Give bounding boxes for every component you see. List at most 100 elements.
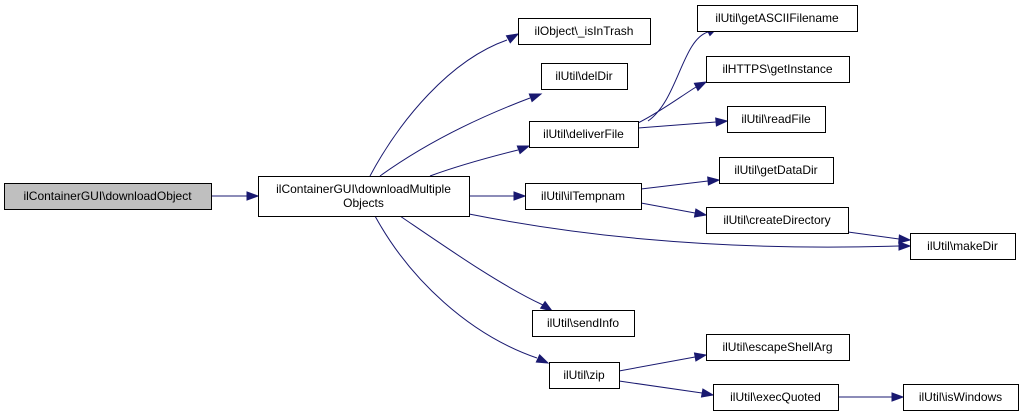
edge-line <box>429 149 519 177</box>
nodes-layer: ilContainerGUI\downloadObject ilContainer… <box>4 5 1019 411</box>
edge-line <box>374 215 538 359</box>
edge-zip-to-exec-quoted <box>618 380 715 398</box>
edge-line <box>399 215 544 306</box>
node-escape-shell-arg[interactable]: ilUtil\escapeShellArg <box>706 334 850 361</box>
node-label: ilContainerGUI\downloadMultiple <box>276 182 451 196</box>
edge-line <box>369 39 508 177</box>
node-zip[interactable]: ilUtil\zip <box>549 362 620 389</box>
node-box[interactable] <box>706 334 850 361</box>
edge-line <box>847 231 900 240</box>
node-box <box>4 183 212 210</box>
node-box[interactable] <box>697 5 858 32</box>
node-box[interactable] <box>903 384 1019 411</box>
edge-line <box>618 356 696 372</box>
node-get-data-dir[interactable]: ilUtil\getDataDir <box>719 157 834 184</box>
arrowhead <box>707 176 721 186</box>
node-box[interactable] <box>910 233 1016 260</box>
edge-download-multiple-objects-to-deliver-file <box>429 145 531 177</box>
arrowhead <box>693 81 708 92</box>
arrowhead <box>246 191 260 201</box>
arrowhead <box>528 93 543 103</box>
edge-download-multiple-objects-to-il-tempnam <box>469 191 527 201</box>
edge-line <box>618 380 703 394</box>
edge-download-object-to-download-multiple-objects <box>207 191 260 201</box>
edge-download-multiple-objects-to-is-in-trash <box>369 33 520 177</box>
edge-create-directory-to-make-dir <box>847 231 912 244</box>
node-label: ilObject\_isInTrash <box>535 24 634 38</box>
node-box[interactable] <box>258 176 470 217</box>
node-del-dir[interactable]: ilUtil\delDir <box>541 63 628 90</box>
node-create-directory[interactable]: ilUtil\createDirectory <box>706 207 849 234</box>
edge-il-tempnam-to-get-data-dir <box>640 176 721 190</box>
node-box[interactable] <box>719 157 834 184</box>
edge-download-multiple-objects-to-send-info <box>399 215 554 312</box>
node-make-dir[interactable]: ilUtil\makeDir <box>910 233 1016 260</box>
node-label: ilUtil\createDirectory <box>723 213 830 227</box>
edge-line <box>640 180 709 190</box>
node-get-asciifilename[interactable]: ilUtil\getASCIIFilename <box>697 5 858 32</box>
node-label: ilUtil\isWindows <box>919 390 1002 404</box>
node-get-instance[interactable]: ilHTTPS\getInstance <box>706 56 850 83</box>
edge-line <box>637 121 717 129</box>
edge-download-multiple-objects-to-zip <box>374 215 550 364</box>
node-deliver-file[interactable]: ilUtil\deliverFile <box>529 121 639 148</box>
node-exec-quoted[interactable]: ilUtil\execQuoted <box>713 384 839 411</box>
node-label: ilUtil\getASCIIFilename <box>715 11 839 25</box>
node-label: ilUtil\sendInfo <box>547 316 619 330</box>
arrowhead <box>715 117 729 127</box>
arrowhead <box>505 33 520 44</box>
edge-line <box>640 202 696 214</box>
node-box[interactable] <box>525 183 642 210</box>
node-label: ilUtil\makeDir <box>927 239 998 253</box>
node-label: ilUtil\deliverFile <box>543 127 624 141</box>
node-is-in-trash[interactable]: ilObject\_isInTrash <box>518 18 651 45</box>
edge-download-multiple-objects-to-make-dir <box>468 213 912 251</box>
node-label: ilUtil\zip <box>563 368 605 382</box>
edge-deliver-file-to-get-instance <box>637 81 708 124</box>
arrowhead <box>693 208 708 218</box>
arrowhead <box>898 234 912 244</box>
node-label: ilUtil\delDir <box>555 69 612 83</box>
arrowhead <box>539 300 554 312</box>
node-download-object: ilContainerGUI\downloadObject <box>4 183 212 210</box>
node-box[interactable] <box>727 106 826 133</box>
edge-line <box>637 86 697 124</box>
arrowhead <box>693 352 708 362</box>
edge-il-tempnam-to-create-directory <box>640 202 708 218</box>
edge-zip-to-escape-shell-arg <box>618 352 708 372</box>
arrowhead <box>891 392 905 402</box>
node-box[interactable] <box>706 56 850 83</box>
edge-exec-quoted-to-is-windows <box>838 392 905 402</box>
node-label: Objects <box>343 196 384 210</box>
arrowhead <box>516 145 531 155</box>
node-send-info[interactable]: ilUtil\sendInfo <box>532 310 635 337</box>
node-label: ilHTTPS\getInstance <box>722 62 832 76</box>
node-box[interactable] <box>532 310 635 337</box>
node-box[interactable] <box>713 384 839 411</box>
node-label: ilUtil\escapeShellArg <box>722 340 832 354</box>
node-box[interactable] <box>541 63 628 90</box>
edge-line <box>379 97 531 177</box>
node-is-windows[interactable]: ilUtil\isWindows <box>903 384 1019 411</box>
node-box[interactable] <box>518 18 651 45</box>
arrowhead <box>898 241 912 251</box>
arrowhead <box>535 353 550 364</box>
node-read-file[interactable]: ilUtil\readFile <box>727 106 826 133</box>
edge-download-multiple-objects-to-del-dir <box>379 93 543 177</box>
node-label: ilUtil\readFile <box>741 112 811 126</box>
node-il-tempnam[interactable]: ilUtil\ilTempnam <box>525 183 642 210</box>
edge-line <box>468 213 900 248</box>
arrowhead <box>513 191 527 201</box>
node-box[interactable] <box>706 207 849 234</box>
node-label: ilUtil\execQuoted <box>730 390 821 404</box>
node-label: ilContainerGUI\downloadObject <box>23 189 192 203</box>
arrowhead <box>700 388 715 398</box>
node-box[interactable] <box>529 121 639 148</box>
node-box[interactable] <box>549 362 620 389</box>
edges-layer <box>207 26 912 402</box>
node-label: ilUtil\ilTempnam <box>541 189 625 203</box>
edge-line <box>647 31 709 122</box>
edge-deliver-file-to-read-file <box>637 117 729 129</box>
